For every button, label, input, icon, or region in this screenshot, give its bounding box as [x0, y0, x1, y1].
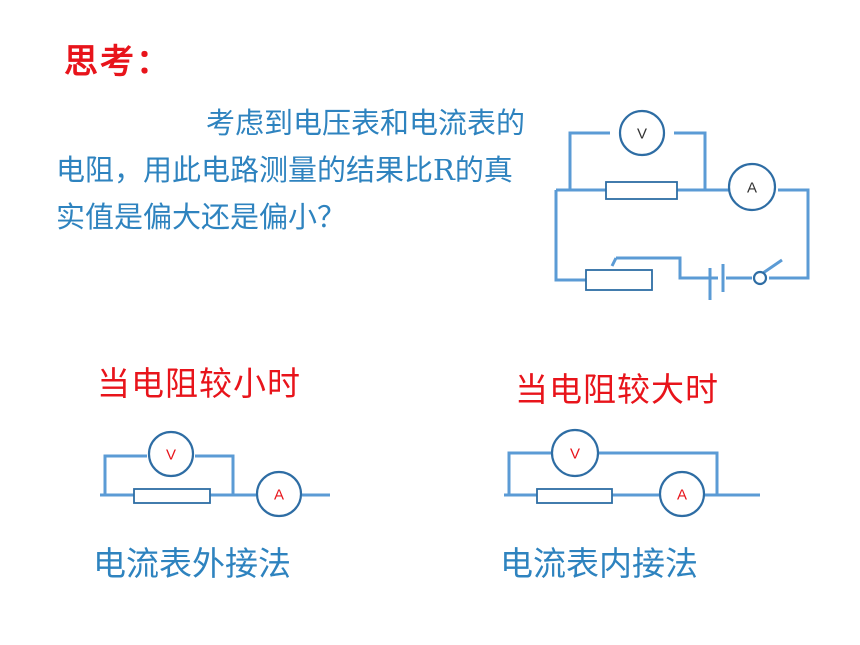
- left-voltmeter: [147, 430, 195, 478]
- right-case-method: 电流表内接法: [500, 544, 698, 583]
- left-resistor: [133, 488, 211, 504]
- left-case-method: 电流表外接法: [93, 544, 291, 583]
- main-ammeter-label: A: [747, 180, 757, 197]
- rheostat: [585, 269, 653, 291]
- left-voltmeter-label: V: [166, 447, 176, 464]
- right-ammeter: [658, 470, 706, 518]
- main-circuit: V A: [554, 109, 810, 300]
- main-voltmeter: [618, 109, 666, 157]
- left-ammeter: [255, 470, 303, 518]
- internal-connection-diagram: V A: [504, 428, 760, 518]
- right-case-heading: 当电阻较大时: [515, 370, 719, 409]
- slide-title: 思考：: [64, 42, 172, 82]
- external-connection-diagram: V A: [100, 430, 330, 518]
- right-resistor: [536, 488, 613, 504]
- main-voltmeter-label: V: [637, 126, 647, 143]
- left-ammeter-label: A: [274, 487, 284, 504]
- main-ammeter: [727, 162, 777, 212]
- question-body: 考虑到电压表和电流表的电阻，用此电路测量的结果比R的真实值是偏大还是偏小？: [56, 106, 526, 234]
- switch-contact: [752, 270, 768, 286]
- right-ammeter-label: A: [677, 487, 687, 504]
- left-case-heading: 当电阻较小时: [97, 364, 301, 403]
- right-voltmeter: [550, 428, 600, 478]
- right-voltmeter-label: V: [570, 446, 580, 463]
- question-text: 考虑到电压表和电流表的电阻，用此电路测量的结果比R的真实值是偏大还是偏小？: [56, 100, 526, 241]
- main-resistor: [605, 181, 678, 200]
